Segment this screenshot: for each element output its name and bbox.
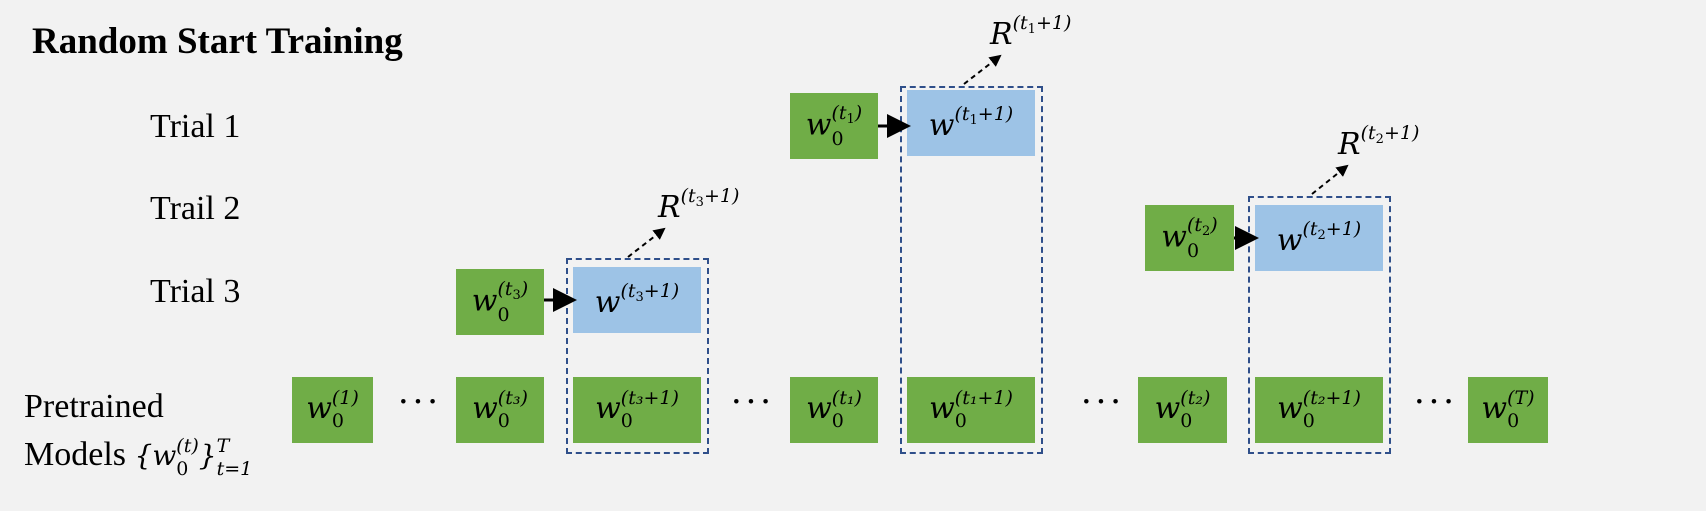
trial-1-start-model: w(t1)0 (790, 93, 878, 159)
pretrained-model-t1: w(t₁)0 (790, 377, 878, 443)
pretrained-model-T: w(T)0 (1468, 377, 1548, 443)
row-label-trial-2: Trail 2 (150, 190, 241, 227)
pretrained-model-t3: w(t₃)0 (456, 377, 544, 443)
trial-2-reward-arrow (1311, 164, 1349, 195)
pretrained-model-1: w(1)0 (292, 377, 373, 443)
trial-3-reward-label: R(t3+1) (658, 185, 740, 225)
ellipsis-3: ··· (1080, 381, 1124, 423)
trial-2-start-model: w(t2)0 (1145, 205, 1234, 271)
ellipsis-1: ··· (397, 381, 441, 423)
diagram-title: Random Start Training (32, 21, 403, 62)
row-label-trial-1: Trial 1 (150, 108, 241, 145)
trial-3-start-model: w(t3)0 (456, 269, 544, 335)
row-label-trial-3: Trial 3 (150, 273, 241, 310)
pretrained-label-line1: Pretrained (24, 388, 164, 425)
trial-3-reward-arrow (627, 227, 666, 258)
pretrained-model-t1-plus-1: w(t₁+1)0 (907, 377, 1035, 443)
ellipsis-2: ··· (730, 381, 774, 423)
pretrained-model-t2-plus-1: w(t₂+1)0 (1255, 377, 1383, 443)
trial-1-trained-model: w(t1+1) (907, 90, 1035, 156)
trial-2-trained-model: w(t2+1) (1255, 205, 1383, 271)
selection-box-trial-1 (900, 86, 1043, 454)
trial-1-reward-arrow (963, 54, 1002, 85)
trial-1-reward-label: R(t1+1) (990, 12, 1072, 52)
selection-box-trial-2 (1248, 196, 1391, 454)
pretrained-model-t3-plus-1: w(t₃+1)0 (573, 377, 701, 443)
trial-3-trained-model: w(t3+1) (573, 267, 701, 333)
ellipsis-4: ··· (1413, 381, 1457, 423)
trial-2-reward-label: R(t2+1) (1338, 122, 1420, 162)
pretrained-model-t2: w(t₂)0 (1138, 377, 1227, 443)
selection-box-trial-3 (566, 258, 709, 454)
